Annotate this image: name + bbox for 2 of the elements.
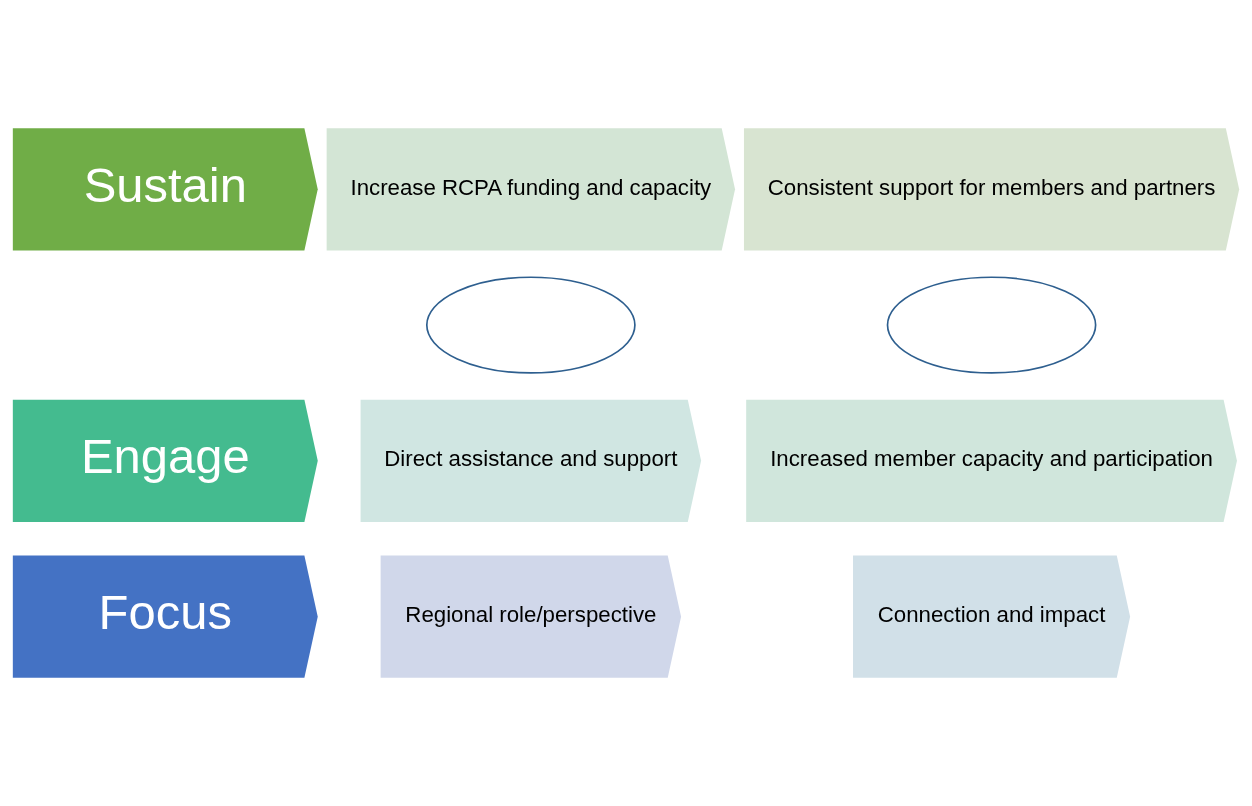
node-ellipse (886, 276, 1097, 374)
node-ellipse (425, 276, 636, 374)
